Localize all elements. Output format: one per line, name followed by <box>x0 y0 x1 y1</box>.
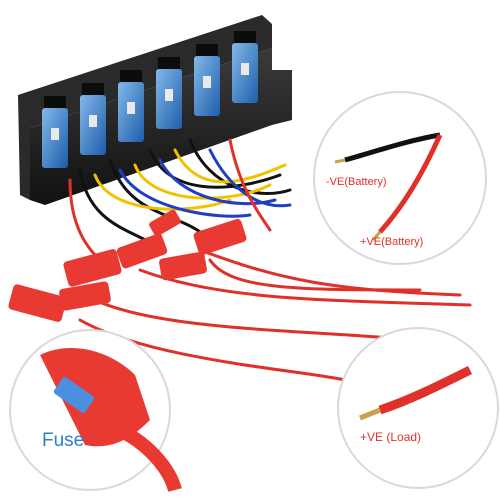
fuse-holders <box>8 209 247 322</box>
load-wire-callout <box>337 327 499 489</box>
battery-wire-callout <box>313 91 487 265</box>
positive-battery-label: +VE(Battery) <box>360 236 424 248</box>
fuse-label: Fuse <box>42 430 85 451</box>
rocker-switch-group <box>42 31 258 168</box>
wire-harness <box>68 138 472 382</box>
rocker-switch <box>118 70 144 142</box>
positive-load-label: +VE (Load) <box>360 430 422 444</box>
fuse-callout <box>9 329 182 493</box>
rocker-switch <box>194 44 220 116</box>
negative-battery-label: -VE(Battery) <box>326 176 387 188</box>
rocker-switch <box>80 83 106 155</box>
rocker-switch <box>232 31 258 103</box>
rocker-switch <box>156 57 182 129</box>
rocker-switch <box>42 96 68 168</box>
